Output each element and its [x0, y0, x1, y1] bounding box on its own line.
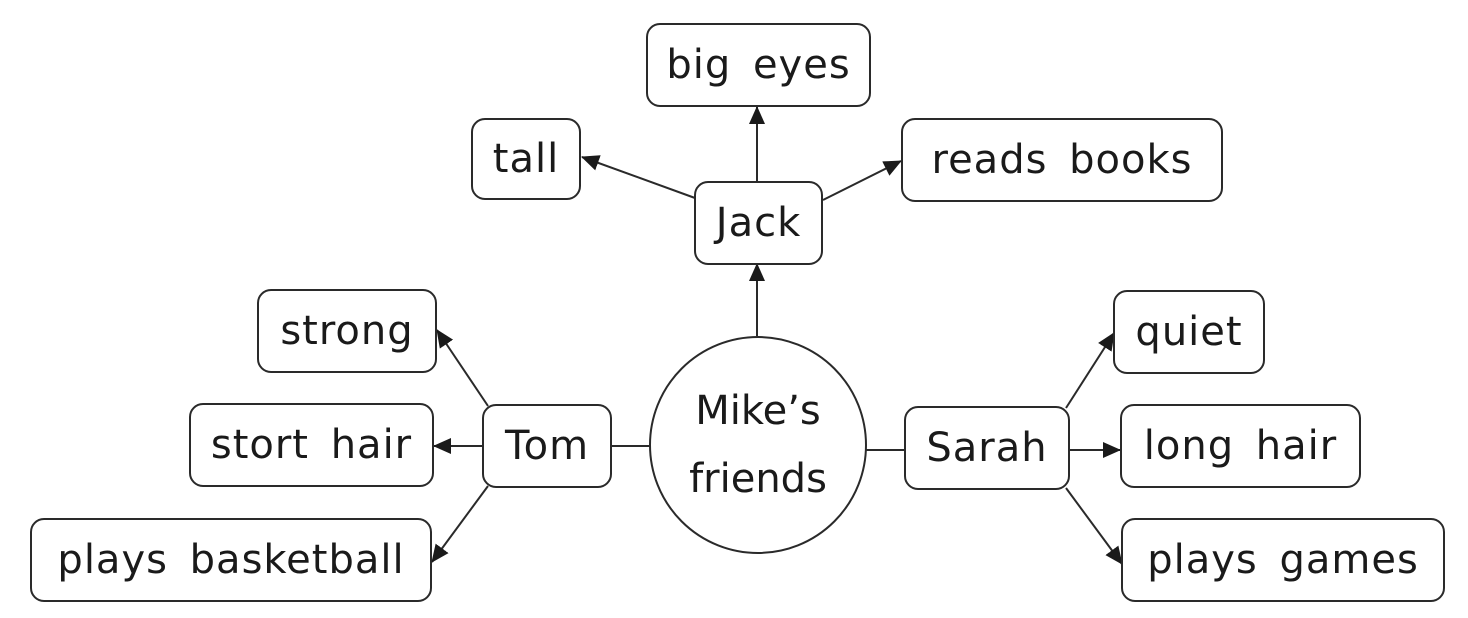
- friend-node-sarah: Sarah: [904, 406, 1070, 490]
- trait-node-stort-hair: stort hair: [189, 403, 434, 487]
- friend-node-tom: Tom: [482, 404, 612, 488]
- center-line-1: Mike’s: [695, 388, 821, 434]
- trait-node-strong: strong: [257, 289, 437, 373]
- edge-jack-tall: [581, 155, 696, 199]
- trait-node-quiet: quiet: [1113, 290, 1265, 374]
- friend-node-jack: Jack: [694, 181, 823, 265]
- trait-node-plays-basketball: plays basketball: [30, 518, 432, 602]
- trait-label: big eyes: [666, 42, 851, 88]
- trait-label: reads books: [931, 137, 1193, 183]
- edge-tom-basketball: [431, 485, 489, 563]
- edge-sarah-games: [1065, 487, 1123, 565]
- trait-node-long-hair: long hair: [1120, 404, 1361, 488]
- edge-jack-reads-books: [822, 160, 902, 201]
- trait-label: quiet: [1135, 309, 1243, 355]
- trait-node-big-eyes: big eyes: [646, 23, 871, 107]
- trait-label: plays basketball: [57, 537, 405, 583]
- friend-name: Tom: [504, 423, 590, 469]
- edge-sarah-quiet: [1065, 332, 1115, 409]
- trait-label: plays games: [1147, 537, 1419, 583]
- trait-label: tall: [492, 136, 560, 182]
- center-line-2: friends: [689, 456, 827, 502]
- edge-tom-strong: [436, 329, 489, 407]
- friend-name: Jack: [715, 200, 802, 246]
- trait-node-plays-games: plays games: [1121, 518, 1445, 602]
- center-node-mikes-friends: Mike’s friends: [649, 336, 867, 554]
- trait-label: strong: [280, 308, 414, 354]
- friend-name: Sarah: [926, 425, 1048, 471]
- trait-label: long hair: [1143, 423, 1338, 469]
- trait-label: stort hair: [210, 422, 413, 468]
- trait-node-reads-books: reads books: [901, 118, 1223, 202]
- trait-node-tall: tall: [471, 118, 581, 200]
